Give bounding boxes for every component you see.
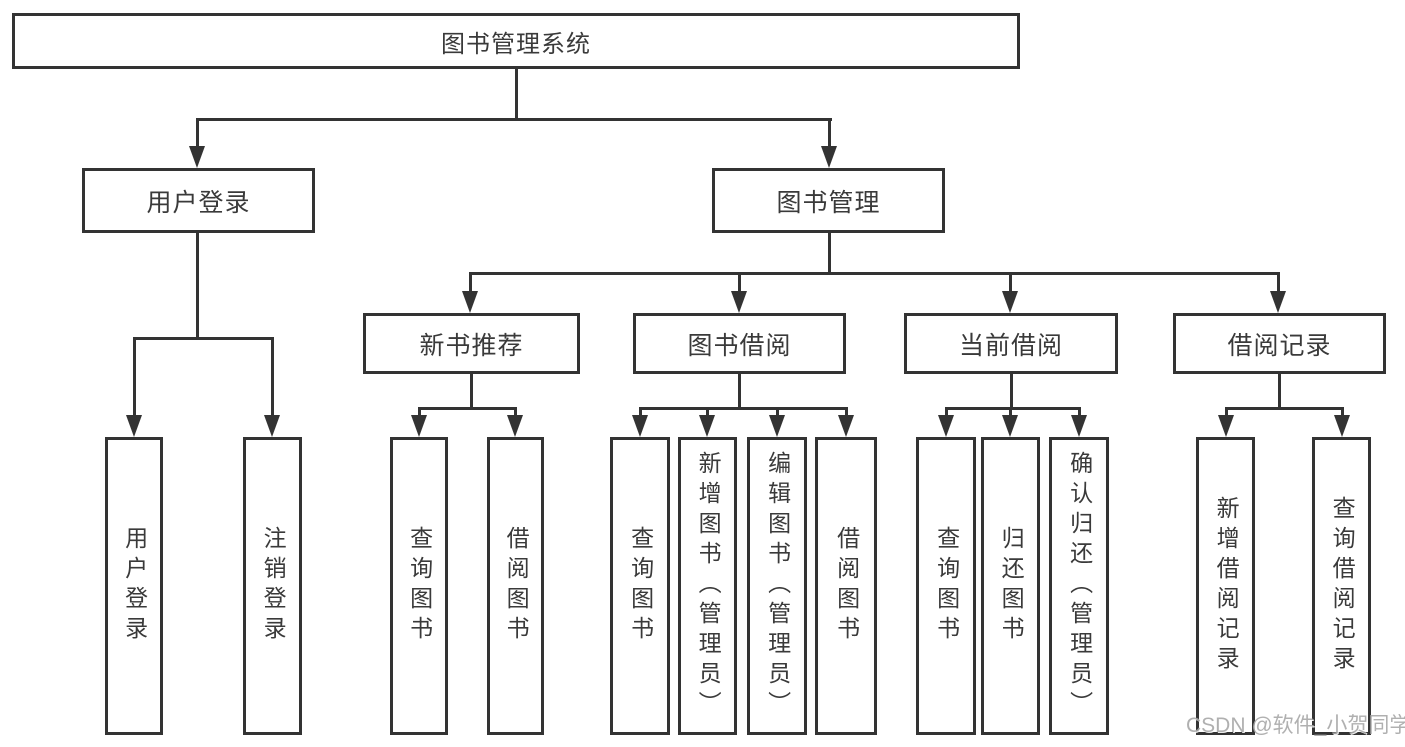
connector-line bbox=[639, 407, 642, 417]
arrowhead-icon bbox=[1334, 415, 1350, 437]
node-label: 当前借阅 bbox=[958, 331, 1063, 360]
node-label: 用户登录 bbox=[146, 188, 251, 217]
node-label: 图书借阅 bbox=[687, 331, 792, 360]
connector-line bbox=[133, 337, 136, 417]
arrowhead-icon bbox=[821, 146, 837, 168]
leaf-borrow-books-2: 借阅图书 bbox=[815, 437, 877, 735]
connector-line bbox=[828, 233, 831, 274]
connector-line bbox=[469, 272, 472, 293]
connector-line bbox=[515, 69, 518, 118]
leaf-query-borrow-record: 查询借阅记录 bbox=[1312, 437, 1371, 735]
connector-line bbox=[706, 407, 709, 417]
node-borrowing-records: 借阅记录 bbox=[1173, 313, 1386, 374]
connector-line bbox=[946, 407, 1080, 410]
leaf-query-books-3: 查询图书 bbox=[916, 437, 976, 735]
node-label: 图书管理 bbox=[776, 188, 881, 217]
arrowhead-icon bbox=[838, 415, 854, 437]
node-user-login: 用户登录 bbox=[82, 168, 315, 233]
leaf-label: 借阅图书 bbox=[503, 526, 530, 646]
connector-line bbox=[470, 272, 1280, 275]
node-label: 借阅记录 bbox=[1227, 331, 1332, 360]
leaf-query-books-2: 查询图书 bbox=[610, 437, 670, 735]
leaf-query-books-1: 查询图书 bbox=[390, 437, 448, 735]
node-current-borrowing: 当前借阅 bbox=[904, 313, 1118, 374]
leaf-edit-books-admin: 编辑图书（管理员） bbox=[747, 437, 807, 735]
arrowhead-icon bbox=[462, 291, 478, 313]
leaf-label: 确认归还（管理员） bbox=[1066, 451, 1093, 721]
connector-line bbox=[470, 374, 473, 407]
connector-line bbox=[419, 407, 517, 410]
connector-line bbox=[640, 407, 848, 410]
arrowhead-icon bbox=[264, 415, 280, 437]
arrowhead-icon bbox=[632, 415, 648, 437]
connector-line bbox=[1278, 374, 1281, 407]
node-label: 图书管理系统 bbox=[441, 30, 591, 58]
arrowhead-icon bbox=[507, 415, 523, 437]
leaf-borrow-books-1: 借阅图书 bbox=[487, 437, 544, 735]
arrowhead-icon bbox=[1218, 415, 1234, 437]
node-library-management-system: 图书管理系统 bbox=[12, 13, 1020, 69]
connector-line bbox=[134, 337, 274, 340]
arrowhead-icon bbox=[731, 291, 747, 313]
leaf-user-login: 用户登录 bbox=[105, 437, 163, 735]
arrowhead-icon bbox=[699, 415, 715, 437]
connector-line bbox=[776, 407, 779, 417]
leaf-label: 新增图书（管理员） bbox=[695, 451, 722, 721]
leaf-label: 查询图书 bbox=[933, 526, 960, 646]
connector-line bbox=[1009, 407, 1012, 417]
connector-line bbox=[738, 272, 741, 293]
leaf-label: 注销登录 bbox=[260, 526, 287, 646]
leaf-confirm-return-admin: 确认归还（管理员） bbox=[1049, 437, 1109, 735]
connector-line bbox=[1078, 407, 1081, 417]
leaf-label: 新增借阅记录 bbox=[1213, 496, 1240, 676]
connector-line bbox=[945, 407, 948, 417]
leaf-label: 归还图书 bbox=[998, 526, 1025, 646]
connector-line bbox=[196, 118, 199, 148]
arrowhead-icon bbox=[189, 146, 205, 168]
arrowhead-icon bbox=[411, 415, 427, 437]
leaf-return-books: 归还图书 bbox=[981, 437, 1040, 735]
node-label: 新书推荐 bbox=[419, 331, 524, 360]
arrowhead-icon bbox=[1002, 291, 1018, 313]
csdn-watermark: CSDN @软件_小贺同学 bbox=[1186, 714, 1405, 737]
leaf-label: 借阅图书 bbox=[833, 526, 860, 646]
connector-line bbox=[196, 233, 199, 339]
leaf-add-borrow-record: 新增借阅记录 bbox=[1196, 437, 1255, 735]
connector-line bbox=[514, 407, 517, 417]
connector-line bbox=[1225, 407, 1228, 417]
leaf-add-books-admin: 新增图书（管理员） bbox=[678, 437, 737, 735]
connector-line bbox=[1226, 407, 1343, 410]
node-book-borrowing: 图书借阅 bbox=[633, 313, 846, 374]
connector-line bbox=[418, 407, 421, 417]
arrowhead-icon bbox=[938, 415, 954, 437]
connector-line bbox=[1010, 374, 1013, 407]
leaf-label: 查询图书 bbox=[627, 526, 654, 646]
arrowhead-icon bbox=[1002, 415, 1018, 437]
connector-line bbox=[197, 118, 832, 121]
node-book-management: 图书管理 bbox=[712, 168, 945, 233]
connector-line bbox=[845, 407, 848, 417]
connector-line bbox=[1277, 272, 1280, 293]
leaf-label: 编辑图书（管理员） bbox=[764, 451, 791, 721]
leaf-label: 查询图书 bbox=[406, 526, 433, 646]
arrowhead-icon bbox=[1270, 291, 1286, 313]
arrowhead-icon bbox=[1071, 415, 1087, 437]
connector-line bbox=[828, 118, 831, 148]
connector-line bbox=[738, 374, 741, 407]
connector-line bbox=[1009, 272, 1012, 293]
connector-line bbox=[1341, 407, 1344, 417]
node-new-book-recommendation: 新书推荐 bbox=[363, 313, 580, 374]
arrowhead-icon bbox=[126, 415, 142, 437]
leaf-label: 查询借阅记录 bbox=[1329, 496, 1356, 676]
leaf-logout: 注销登录 bbox=[243, 437, 302, 735]
arrowhead-icon bbox=[769, 415, 785, 437]
connector-line bbox=[271, 337, 274, 417]
leaf-label: 用户登录 bbox=[121, 526, 148, 646]
